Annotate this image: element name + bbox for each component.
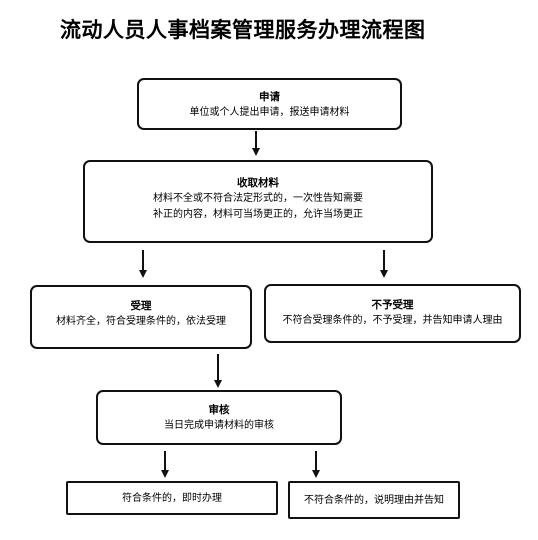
node-reject-heading: 不予受理	[371, 299, 414, 311]
node-apply: 申请 单位或个人提出申请，报送申请材料	[137, 78, 402, 130]
node-reject: 不予受理 不符合受理条件的，不予受理，并告知申请人理由	[264, 284, 521, 343]
node-accept-heading: 受理	[130, 300, 152, 312]
node-review: 审核 当日完成申请材料的审核	[96, 390, 342, 445]
node-collect-heading: 收取材料	[237, 177, 279, 189]
node-apply-text: 单位或个人提出申请，报送申请材料	[189, 107, 350, 118]
node-collect-text-2: 补正的内容，材料可当场更正的，允许当场更正	[153, 209, 363, 220]
node-approve-text: 符合条件的，即时办理	[122, 493, 222, 504]
node-collect: 收取材料 材料不全或不符合法定形式的，一次性告知需要 补正的内容，材料可当场更正…	[83, 160, 433, 243]
node-review-text: 当日完成申请材料的审核	[164, 420, 274, 431]
node-accept-text: 材料齐全，符合受理条件的，依法受理	[56, 316, 226, 327]
node-reject-text: 不符合受理条件的，不予受理，并告知申请人理由	[282, 315, 503, 326]
node-apply-heading: 申请	[259, 91, 280, 103]
page-title: 流动人员人事档案管理服务办理流程图	[60, 17, 426, 42]
node-collect-text-1: 材料不全或不符合法定形式的，一次性告知需要	[153, 193, 363, 204]
node-accept: 受理 材料齐全，符合受理条件的，依法受理	[30, 285, 252, 349]
node-deny: 不符合条件的，说明理由并告知	[288, 481, 460, 519]
node-deny-text: 不符合条件的，说明理由并告知	[304, 495, 444, 506]
node-approve: 符合条件的，即时办理	[66, 481, 278, 515]
node-review-heading: 审核	[208, 404, 230, 416]
